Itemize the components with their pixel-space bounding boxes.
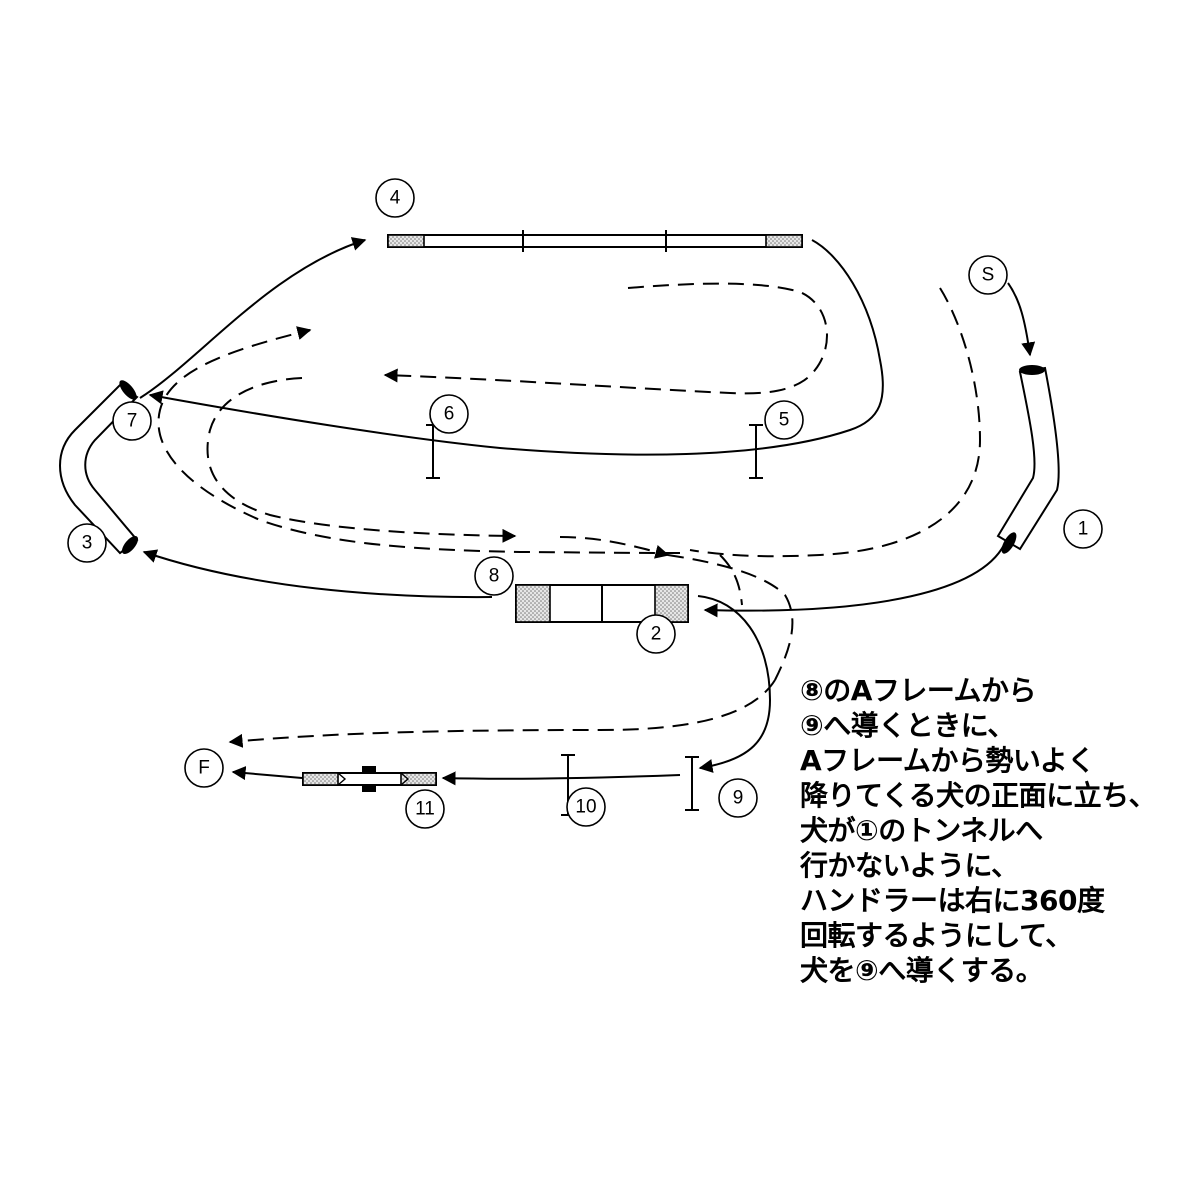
label-3: 3 — [67, 523, 107, 563]
svg-text:9: 9 — [733, 788, 744, 809]
svg-text:5: 5 — [779, 410, 790, 431]
svg-text:3: 3 — [82, 533, 93, 554]
label-10: 10 — [566, 787, 606, 827]
label-8: 8 — [474, 556, 514, 596]
note-line: 行かないように、 — [800, 849, 1019, 882]
svg-text:6: 6 — [444, 404, 455, 425]
svg-text:8: 8 — [489, 566, 500, 587]
note-line: ⑧のAフレームから — [800, 674, 1037, 707]
jump-6 — [426, 424, 440, 479]
label-7: 7 — [112, 401, 152, 441]
svg-text:S: S — [982, 265, 995, 286]
label-11: 11 — [405, 789, 445, 829]
note-line: 降りてくる犬の正面に立ち、 — [800, 779, 1157, 812]
svg-text:10: 10 — [575, 797, 596, 818]
note-line: ハンドラーは右に360度 — [800, 884, 1105, 917]
instruction-note: ⑧のAフレームから ⑨へ導くときに、 Aフレームから勢いよく 降りてくる犬の正面… — [800, 673, 1180, 988]
label-start: S — [968, 255, 1008, 295]
label-finish: F — [184, 748, 224, 788]
label-4: 4 — [375, 178, 415, 218]
handler-path — [139, 237, 1036, 786]
seesaw — [302, 766, 437, 792]
svg-text:2: 2 — [651, 624, 662, 645]
label-2: 2 — [636, 614, 676, 654]
label-1: 1 — [1063, 509, 1103, 549]
tunnel-3-7 — [59, 380, 139, 555]
jump-5 — [749, 424, 763, 479]
note-line: 犬を⑨へ導くする。 — [800, 954, 1044, 987]
label-5: 5 — [764, 400, 804, 440]
svg-text:11: 11 — [415, 799, 435, 820]
dog-path — [157, 282, 982, 748]
jump-9 — [685, 756, 699, 811]
svg-text:7: 7 — [127, 411, 138, 432]
tunnel-1 — [996, 365, 1060, 554]
dog-walk — [387, 230, 803, 252]
svg-text:4: 4 — [390, 188, 401, 209]
note-line: ⑨へ導くときに、 — [800, 709, 1015, 742]
svg-text:F: F — [198, 758, 210, 779]
note-line: Aフレームから勢いよく — [800, 744, 1095, 777]
note-line: 回転するようにして、 — [800, 919, 1073, 952]
svg-text:1: 1 — [1078, 519, 1089, 540]
label-9: 9 — [718, 778, 758, 818]
label-6: 6 — [429, 394, 469, 434]
note-line: 犬が①のトンネルへ — [800, 814, 1043, 847]
